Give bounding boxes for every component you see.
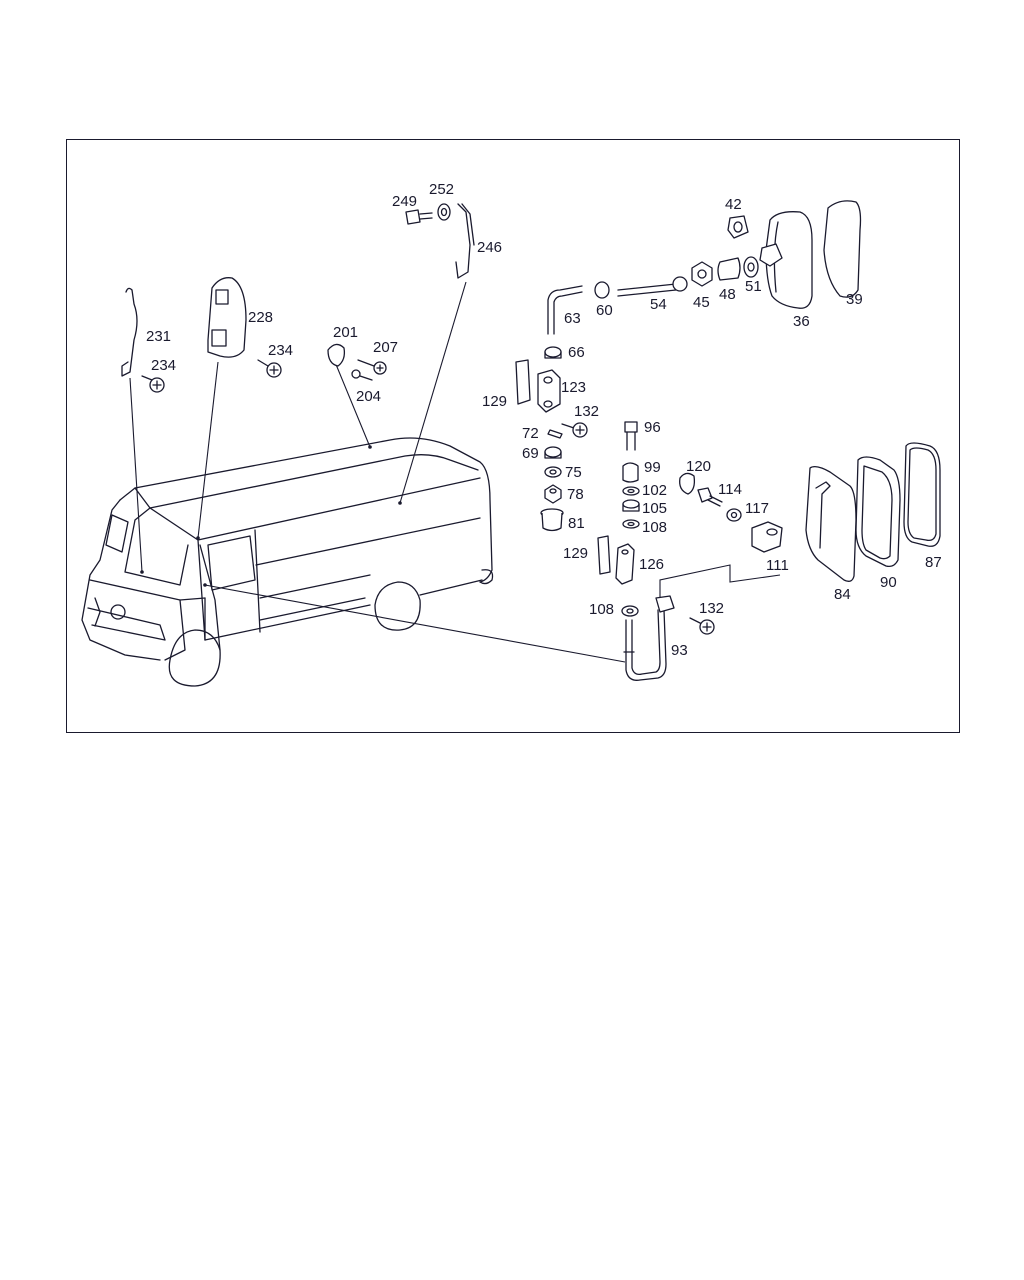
part-78-nut: [544, 484, 562, 504]
part-132b-screw: [689, 617, 715, 635]
part-54-ball-rod: [617, 276, 688, 297]
part-231-bracket: [121, 287, 138, 377]
diagram-frame: [66, 139, 960, 733]
callout-117: 117: [745, 500, 769, 517]
callout-132-lower: 132: [699, 600, 724, 617]
part-108a-washer: [622, 519, 640, 529]
part-36-mirror-housing: [759, 211, 813, 309]
callout-96: 96: [644, 419, 661, 436]
callout-204: 204: [356, 388, 381, 405]
part-48-bushing: [717, 257, 741, 281]
part-66-nut: [544, 346, 562, 359]
part-117-washer: [726, 508, 742, 522]
callout-234-right: 234: [268, 342, 293, 359]
part-81-sleeve: [540, 508, 564, 532]
callout-231: 231: [146, 328, 171, 345]
part-234b-screw: [257, 359, 282, 378]
callout-114: 114: [718, 481, 742, 498]
callout-108-upper: 108: [642, 519, 667, 536]
callout-129-lower: 129: [563, 545, 588, 562]
part-108b-washer: [621, 605, 639, 617]
callout-90: 90: [880, 574, 897, 591]
part-96-bolt: [624, 421, 638, 451]
part-39-mirror-glass: [823, 200, 862, 298]
leader-lines: [129, 281, 781, 663]
callout-201: 201: [333, 324, 358, 341]
callout-234-left: 234: [151, 357, 176, 374]
part-114-screw: [697, 487, 723, 507]
part-105-bushing: [622, 499, 640, 512]
part-129a-plate: [515, 359, 531, 405]
callout-99: 99: [644, 459, 661, 476]
part-84-mirror-glass: [805, 466, 857, 582]
callout-75: 75: [565, 464, 582, 481]
part-246-arm: [455, 203, 475, 279]
callout-labels: 249 252 246 42 39 36 45 48 51 54 60 63 6…: [146, 181, 942, 659]
part-201-cap: [327, 343, 346, 367]
callout-63: 63: [564, 310, 581, 327]
part-63-rod: [547, 285, 583, 335]
part-252-washer: [437, 203, 451, 221]
callout-105: 105: [642, 500, 667, 517]
callout-45: 45: [693, 294, 710, 311]
part-132a-screw: [561, 422, 588, 438]
callout-93: 93: [671, 642, 688, 659]
callout-48: 48: [719, 286, 736, 303]
part-249-bolt: [405, 209, 433, 225]
part-90-mirror-frame: [855, 456, 901, 568]
callout-111: 111: [766, 557, 789, 574]
callout-66: 66: [568, 344, 585, 361]
part-207-screw: [357, 359, 387, 375]
callout-246: 246: [477, 239, 502, 256]
callout-42: 42: [725, 196, 742, 213]
part-228-cover: [207, 277, 247, 358]
callout-228: 228: [248, 309, 273, 326]
callout-249: 249: [392, 193, 417, 210]
callout-54: 54: [650, 296, 667, 313]
part-75-spring-washer: [544, 466, 562, 478]
part-111-clamp: [751, 521, 783, 553]
callout-132-upper: 132: [574, 403, 599, 420]
part-234a-screw: [141, 375, 165, 393]
part-60-sleeve: [594, 281, 610, 299]
callout-129-upper: 129: [482, 393, 507, 410]
van-illustration: [81, 437, 494, 687]
part-204-pin: [351, 369, 373, 381]
part-72-pin: [547, 429, 563, 439]
callout-207: 207: [373, 339, 398, 356]
callout-252: 252: [429, 181, 454, 198]
part-129b-plate: [597, 535, 611, 575]
callout-123: 123: [561, 379, 586, 396]
part-51-washer: [743, 256, 759, 278]
callout-81: 81: [568, 515, 585, 532]
callout-51: 51: [745, 278, 762, 295]
part-126-clamp: [615, 543, 635, 585]
part-93-support-tube: [623, 595, 675, 681]
callout-78: 78: [567, 486, 584, 503]
part-69-bushing: [544, 446, 562, 459]
callout-108-lower: 108: [589, 601, 614, 618]
part-87-mirror-seal: [903, 442, 941, 547]
part-99-bushing: [622, 462, 639, 483]
callout-69: 69: [522, 445, 539, 462]
part-102-washer: [622, 486, 640, 496]
callout-126: 126: [639, 556, 664, 573]
callout-87: 87: [925, 554, 942, 571]
callout-39: 39: [846, 291, 863, 308]
callout-84: 84: [834, 586, 851, 603]
callout-60: 60: [596, 302, 613, 319]
callout-120: 120: [686, 458, 711, 475]
part-42-nut: [727, 215, 749, 239]
part-123-clamp: [537, 369, 561, 413]
callout-36: 36: [793, 313, 810, 330]
part-120-cap: [679, 472, 696, 495]
part-45-nut: [691, 261, 713, 287]
callout-72: 72: [522, 425, 539, 442]
callout-102: 102: [642, 482, 667, 499]
